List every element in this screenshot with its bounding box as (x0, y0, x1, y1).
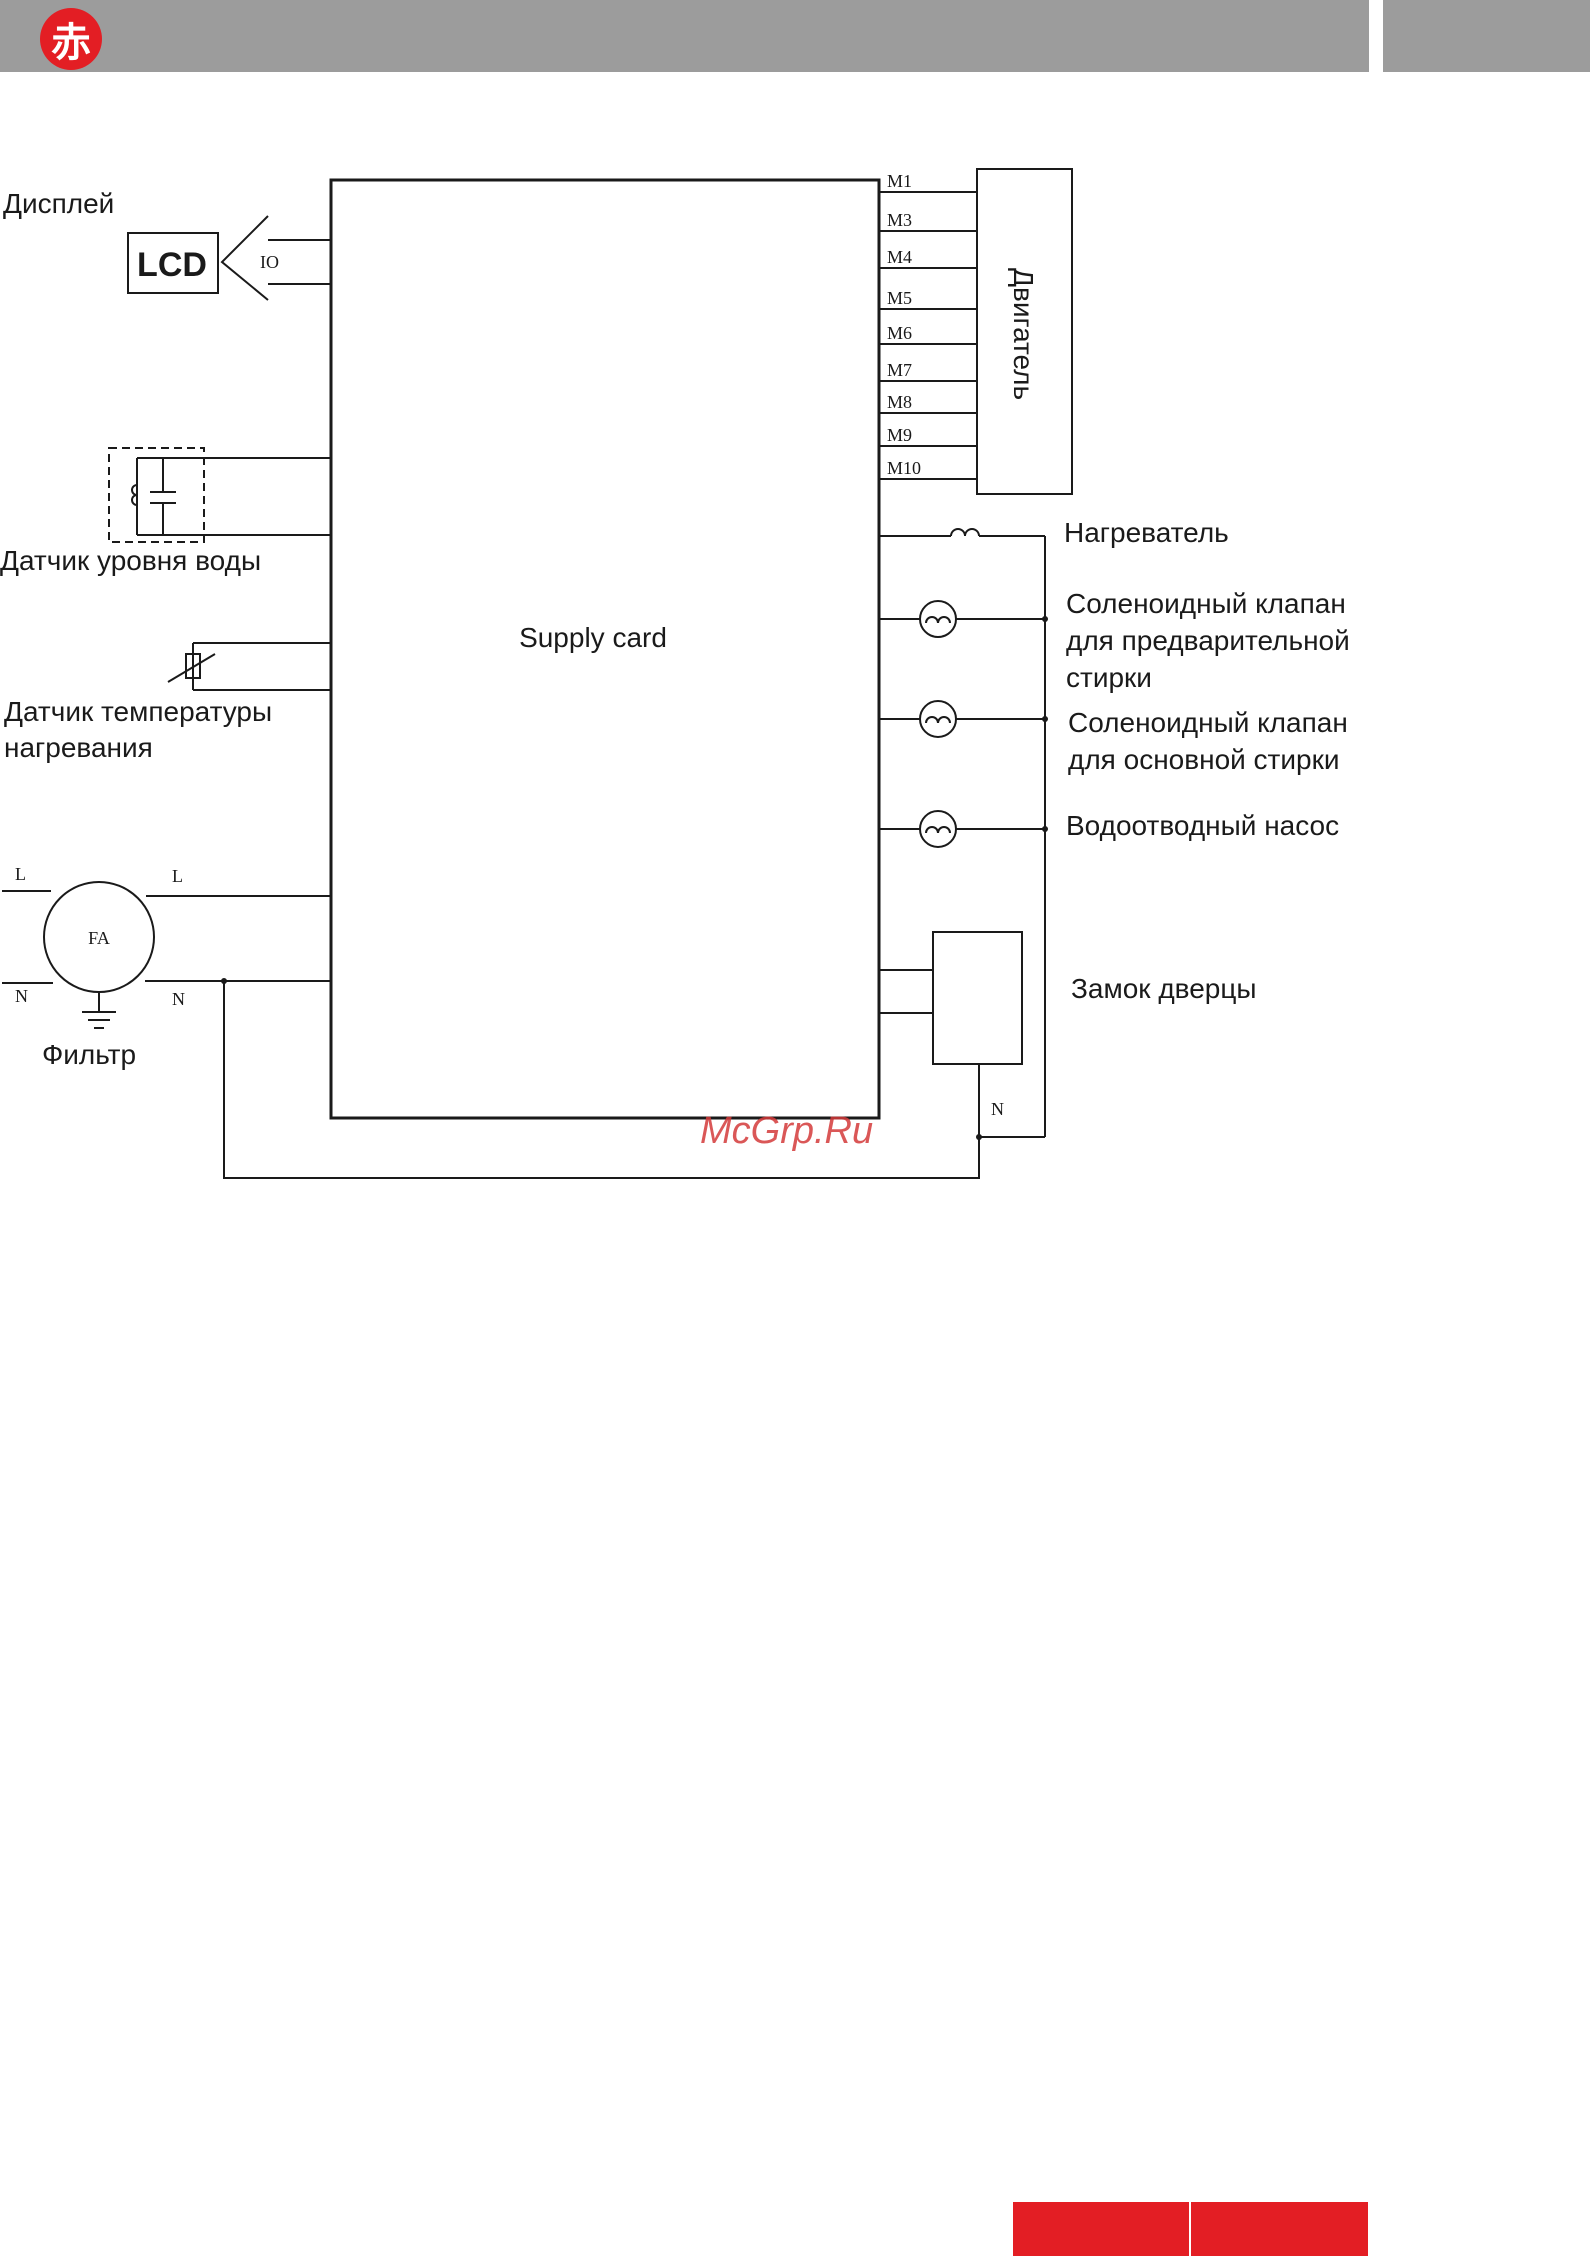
temp-sensor-label-line-2: нагревания (4, 732, 153, 763)
motor-label: Двигатель (1008, 268, 1039, 400)
motor-pin-label: M9 (887, 425, 912, 445)
prewash-valve-label-line-3: стирки (1066, 662, 1152, 693)
heater-icon (951, 529, 979, 536)
temp-sensor-label-line-1: Датчик температуры (4, 696, 272, 727)
prewash-valve-label-line-2: для предварительной (1066, 625, 1350, 656)
motor-pin-label: M3 (887, 210, 912, 230)
filter-label: Фильтр (42, 1039, 136, 1070)
door-lock-neutral-label: N (991, 1099, 1004, 1119)
display-label: Дисплей (3, 188, 114, 219)
filter-input-line-label: L (15, 864, 26, 884)
drain-pump-label: Водоотводный насос (1066, 810, 1339, 841)
footer-accent-right (1191, 2202, 1368, 2256)
watermark: McGrp.Ru (700, 1110, 873, 1152)
supply-card-label: Supply card (519, 622, 667, 653)
filter-output-line-label: L (172, 866, 183, 886)
motor-pin-label: M7 (887, 360, 912, 380)
drain-pump-icon (920, 811, 956, 847)
mainwash-valve-label-line-2: для основной стирки (1068, 744, 1339, 775)
motor-pin-label: M6 (887, 323, 912, 343)
motor-pin-label: M4 (887, 247, 912, 267)
filter-output-neutral-label: N (172, 989, 185, 1009)
motor-pin-label: M10 (887, 458, 921, 478)
heater-label: Нагреватель (1064, 517, 1229, 548)
footer-accent-left (1013, 2202, 1189, 2256)
water-level-label: Датчик уровня воды (0, 545, 261, 576)
io-label: IO (260, 252, 279, 272)
mainwash-valve-label-line-1: Соленоидный клапан (1068, 707, 1348, 738)
water-level-sensor-box (109, 448, 204, 542)
prewash-valve-icon (920, 601, 956, 637)
motor-pin-label: M1 (887, 171, 912, 191)
filter-input-neutral-label: N (15, 986, 28, 1006)
motor-pin-label: M8 (887, 392, 912, 412)
prewash-valve-label-line-1: Соленоидный клапан (1066, 588, 1346, 619)
door-lock-label: Замок дверцы (1071, 973, 1257, 1004)
lcd-label: LCD (137, 246, 207, 284)
mainwash-valve-icon (920, 701, 956, 737)
motor-pin-label: M5 (887, 288, 912, 308)
filter-symbol: FA (88, 928, 110, 948)
door-lock-box (933, 932, 1022, 1064)
